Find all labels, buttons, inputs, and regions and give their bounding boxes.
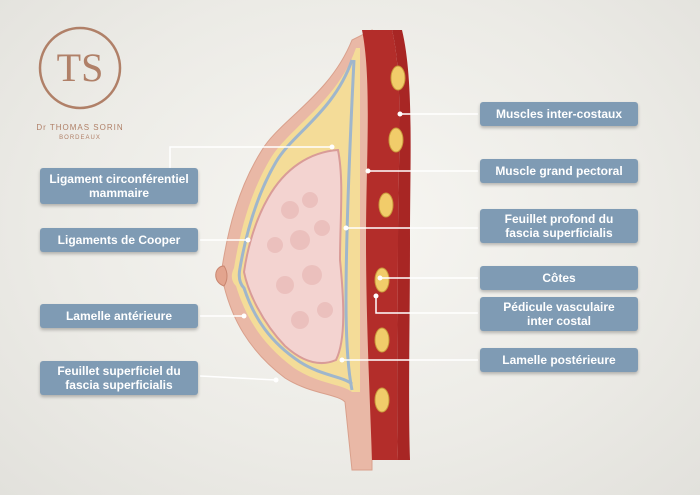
gland-lobules — [267, 192, 333, 329]
label-feuillet-superficiel: Feuillet superficiel du fascia superfici… — [40, 361, 198, 395]
label-lamelle-posterieure: Lamelle postérieure — [480, 348, 638, 372]
label-ligaments-cooper: Ligaments de Cooper — [40, 228, 198, 252]
label-muscle-grand-pectoral: Muscle grand pectoral — [480, 159, 638, 183]
label-ligament-circonferentiel: Ligament circonférentiel mammaire — [40, 168, 198, 204]
connector-dots — [241, 111, 403, 383]
logo-name: Dr THOMAS SORIN — [36, 123, 124, 132]
label-feuillet-profond: Feuillet profond du fascia superficialis — [480, 209, 638, 243]
label-muscles-intercostaux: Muscles inter-costaux — [480, 102, 638, 126]
intercostal-muscle — [392, 30, 411, 460]
logo-mark — [38, 26, 122, 110]
nipple — [215, 265, 228, 287]
connector-lines — [169, 113, 478, 381]
ribs — [374, 65, 406, 413]
label-lamelle-anterieure: Lamelle antérieure — [40, 304, 198, 328]
logo-monogram: TS — [56, 45, 104, 90]
deep-fascia-line — [344, 59, 356, 391]
label-pedicule-vasculaire: Pédicule vasculaire inter costal — [480, 297, 638, 331]
logo-city: BORDEAUX — [59, 135, 101, 141]
superficial-fascia-line — [237, 59, 354, 386]
label-cotes: Côtes — [480, 266, 638, 290]
